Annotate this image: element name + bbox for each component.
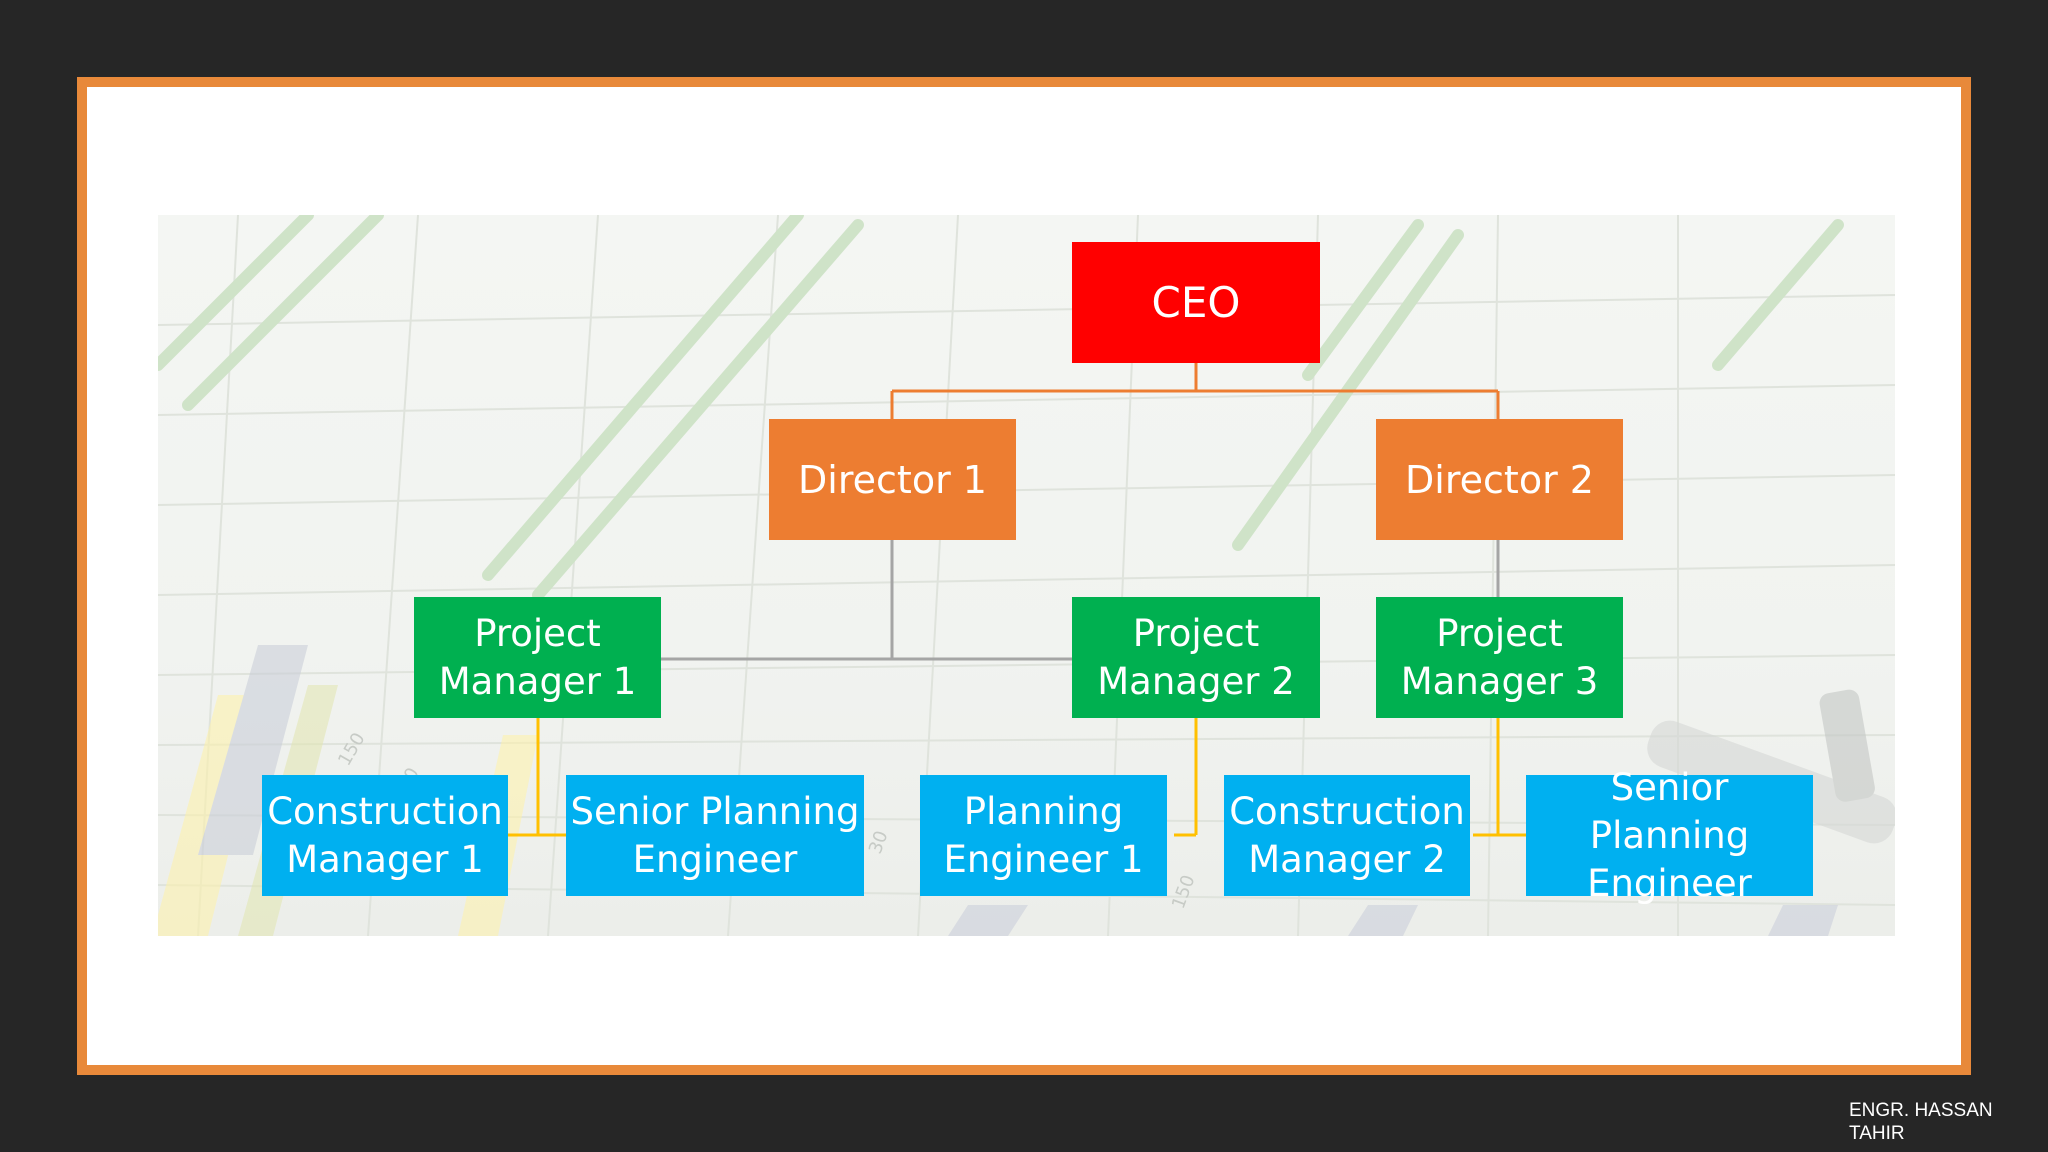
senior-planning-engineer-1-node: Senior Planning Engineer bbox=[566, 775, 864, 896]
project-manager-2-node: Project Manager 2 bbox=[1072, 597, 1320, 718]
project-manager-3-node: Project Manager 3 bbox=[1376, 597, 1623, 718]
senior-planning-engineer-2-node: Senior Planning Engineer bbox=[1526, 766, 1813, 905]
ceo-node: CEO bbox=[1072, 242, 1320, 363]
director-1-node: Director 1 bbox=[769, 419, 1016, 540]
org-chart: 150 50 150 30 CEO Directo bbox=[158, 215, 1895, 936]
project-manager-1-node: Project Manager 1 bbox=[414, 597, 661, 718]
director-2-node: Director 2 bbox=[1376, 419, 1623, 540]
construction-manager-1-node: Construction Manager 1 bbox=[262, 775, 508, 896]
planning-engineer-1-node: Planning Engineer 1 bbox=[920, 775, 1167, 896]
footer-author: ENGR. HASSAN TAHIR bbox=[1849, 1100, 1993, 1144]
org-chart-connectors bbox=[508, 363, 1526, 837]
construction-manager-2-node: Construction Manager 2 bbox=[1224, 775, 1470, 896]
